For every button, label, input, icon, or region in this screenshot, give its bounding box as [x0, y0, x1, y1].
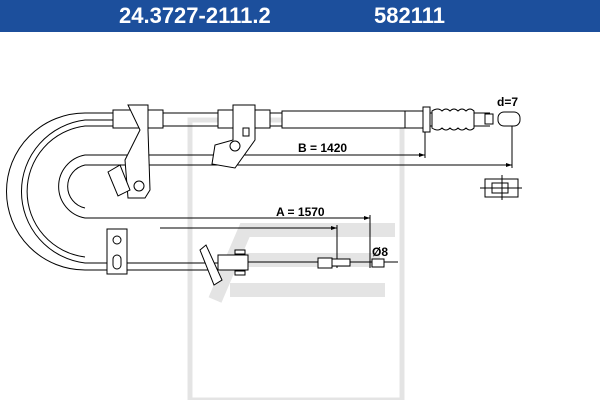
end-fitting-top — [404, 106, 521, 133]
diameter-label: Ø8 — [372, 245, 388, 259]
bottom-bracket — [106, 228, 128, 275]
alt-number: 582111 — [374, 3, 445, 28]
dimension-a-label: A = 1570 — [276, 205, 325, 219]
end-fitting-bottom — [199, 244, 398, 286]
clamp-bracket-1 — [107, 104, 164, 199]
clamp-bracket-2 — [211, 104, 271, 169]
cable-drawing: B = 1420 A = 1570 d=7 Ø8 — [6, 95, 522, 400]
dimension-b-label: B = 1420 — [298, 141, 347, 155]
cable-outer — [6, 112, 240, 271]
part-number: 24.3727-2111.2 — [119, 3, 271, 28]
end-profile-view — [480, 175, 522, 200]
title-bar: 24.3727-2111.2 582111 — [0, 0, 600, 32]
end-width-label: d=7 — [497, 95, 518, 109]
